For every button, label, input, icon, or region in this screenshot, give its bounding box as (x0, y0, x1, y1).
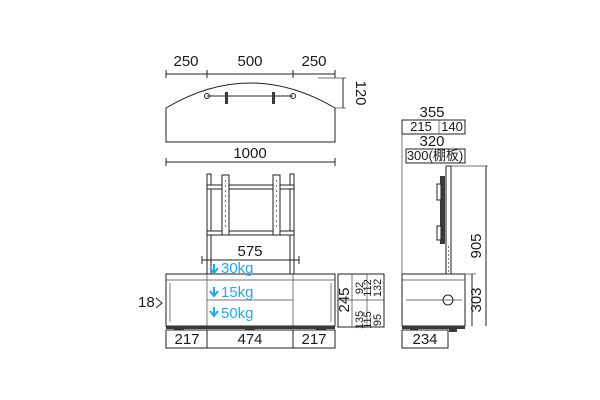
rail-end (290, 93, 296, 99)
split-back: 140 (441, 119, 463, 134)
top-width-center: 500 (237, 53, 262, 70)
pole-height: 905 (468, 233, 485, 258)
load-middle: 15kg (221, 284, 254, 301)
cabinet-height: 303 (468, 287, 485, 312)
front-view: 1000 575 30kg (138, 145, 336, 349)
h-row3-b: 132 (372, 279, 384, 297)
top-width-left: 250 (173, 53, 198, 70)
bracket-width: 575 (237, 243, 262, 260)
tabletop-outline (165, 82, 336, 143)
h-row3-a: 95 (372, 314, 384, 326)
down-arrow-icon (209, 264, 219, 275)
depth-box (401, 119, 466, 135)
down-arrow-icon (209, 307, 219, 318)
height-grid (337, 273, 385, 328)
shelf-note: 300(棚板) (407, 148, 463, 163)
dim-box-right (292, 329, 336, 349)
bracket-clamp (225, 92, 228, 104)
side-left-width: 217 (174, 331, 199, 348)
split-front: 215 (410, 119, 432, 134)
load-marker-top: 30kg (209, 260, 254, 277)
h-row1-b: 92 (354, 282, 366, 294)
load-top: 30kg (221, 260, 254, 277)
down-arrow-icon (209, 287, 219, 298)
upper-crossbar (206, 184, 295, 190)
load-marker-bottom: 50kg (209, 305, 254, 322)
total-height: 245 (336, 287, 353, 312)
leg-height: 18 (138, 294, 155, 311)
top-width-right: 250 (301, 53, 326, 70)
shelf-box (405, 148, 466, 164)
bracket-arm (436, 225, 442, 241)
front-total-width: 1000 (233, 145, 266, 162)
side-bracket (440, 176, 445, 244)
load-marker-middle: 15kg (209, 284, 254, 301)
load-bottom: 50kg (221, 305, 254, 322)
bracket-arm (436, 183, 442, 201)
height-table: 245 135 92 115 112 95 132 (336, 273, 385, 329)
bracket-clamp (272, 92, 275, 104)
side-view: 355 215 140 320 300(棚板) 905 303 234 (401, 104, 488, 349)
h-row1-a: 135 (354, 311, 366, 329)
lower-crossbar (206, 230, 295, 236)
side-base (402, 326, 465, 329)
side-overall-depth: 355 (419, 104, 444, 121)
base-depth: 234 (412, 331, 437, 348)
h-row2-b: 112 (362, 279, 374, 297)
top-view: 250 500 250 120 (165, 53, 369, 143)
base-box (401, 329, 449, 349)
shelf-depth: 320 (419, 133, 444, 150)
pole-clamp (442, 294, 454, 306)
rail-end (204, 93, 210, 99)
foot (449, 329, 457, 332)
top-depth: 120 (352, 80, 369, 105)
cabinet-base (166, 326, 335, 329)
side-right-width: 217 (301, 331, 326, 348)
h-row2-a: 115 (362, 311, 374, 329)
leg-pointer (155, 297, 163, 309)
center-width: 474 (237, 331, 262, 348)
